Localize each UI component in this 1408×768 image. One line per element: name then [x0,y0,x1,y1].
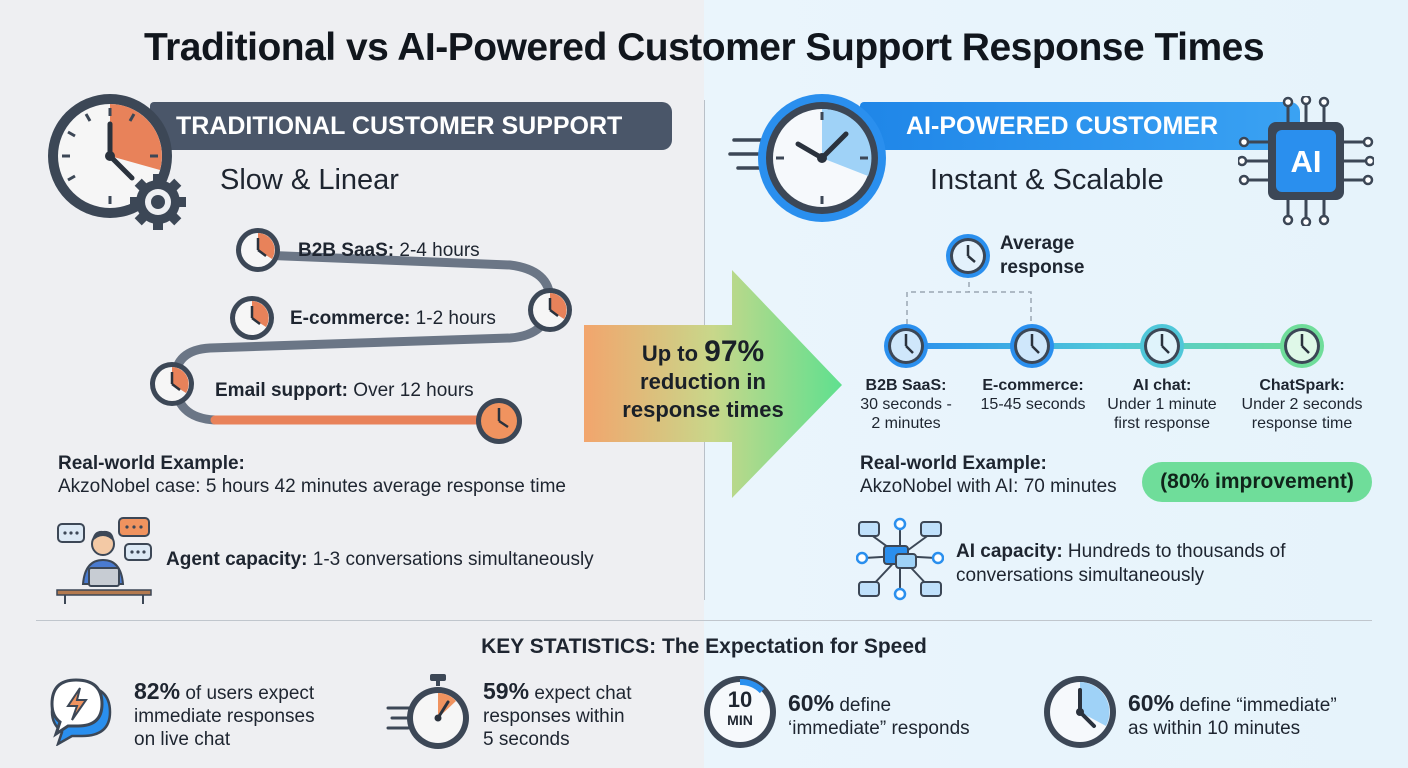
stat-item: 60% define ‘immediate” responds [788,690,970,740]
ai-chip-label: AI [1290,144,1322,179]
ai-timeline-clock-icon [1010,324,1054,368]
agent-at-laptop-icon [56,517,152,604]
ai-example-text: AkzoNobel with AI: 70 minutes [860,476,1117,497]
stat-item: 60% define “immediate” as within 10 minu… [1128,690,1337,740]
timeline-clock-icon [230,296,274,340]
reduction-text: Up to 97% reduction in response times [622,335,784,423]
agent-capacity-text: Agent capacity: 1-3 conversations simult… [166,549,594,570]
traditional-clock-icon [48,94,186,230]
traditional-banner: TRADITIONAL CUSTOMER SUPPORT [150,102,672,150]
timeline-clock-icon [150,362,194,406]
ai-timeline-line [904,343,1304,349]
average-bracket [906,282,1032,324]
fast-clock-icon [728,94,886,222]
ai-network-icon [856,517,944,601]
timeline-clock-icon [476,398,522,444]
clock-icon [1044,676,1116,748]
reduction-arrow [584,270,842,498]
ai-timeline-item: B2B SaaS:30 seconds -2 minutes [860,377,952,432]
average-response-clock-icon [946,234,990,278]
ai-timeline-item: E-commerce:15-45 seconds [980,377,1086,413]
improvement-badge: (80% improvement) [1142,462,1372,502]
traditional-subtitle: Slow & Linear [220,164,399,196]
traditional-timeline-item: Email support: Over 12 hours [215,380,474,401]
ai-capacity-text: AI capacity: Hundreds to thousands of co… [956,541,1286,586]
traditional-timeline-item: E-commerce: 1-2 hours [290,308,496,329]
timeline-clock-icon [236,228,280,272]
stats-divider [36,620,1372,621]
lightning-chat-icon [50,678,112,746]
ai-timeline-clock-icon [1140,324,1184,368]
ai-banner-label: AI-POWERED CUSTOMER [906,111,1219,140]
traditional-timeline-item: B2B SaaS: 2-4 hours [298,240,480,261]
ai-banner: AI-POWERED CUSTOMER [860,102,1300,150]
ai-subtitle: Instant & Scalable [930,164,1164,196]
traditional-example-heading: Real-world Example: [58,453,245,474]
ai-timeline-clock-icon [884,324,928,368]
ten-min-timer-icon [704,676,776,748]
stat-item: 59% expect chat responses within 5 secon… [483,678,632,751]
ai-chip-icon [1238,96,1374,226]
ai-timeline-clock-icon [1280,324,1324,368]
page-title: Traditional vs AI-Powered Customer Suppo… [143,26,1265,69]
ai-example-heading: Real-world Example: [860,453,1047,474]
ten-min-timer-label: 10 MIN [727,687,753,729]
traditional-example-text: AkzoNobel case: 5 hours 42 minutes avera… [58,476,566,497]
stopwatch-icon [386,674,469,749]
stats-heading: KEY STATISTICS: The Expectation for Spee… [481,635,927,658]
traditional-banner-label: TRADITIONAL CUSTOMER SUPPORT [176,111,623,140]
timeline-clock-icon [528,288,572,332]
stat-item: 82% of users expect immediate responses … [134,678,315,751]
